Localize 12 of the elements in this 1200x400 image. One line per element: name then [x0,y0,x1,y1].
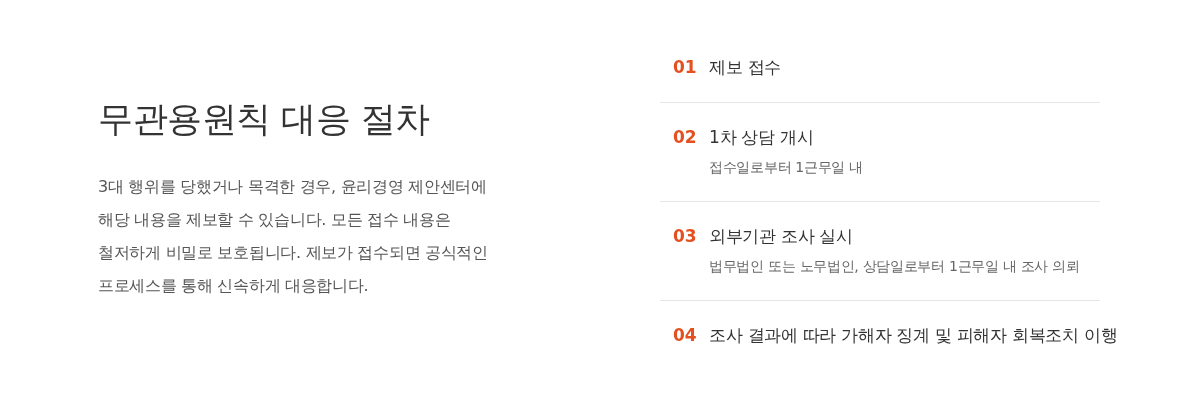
step-title: 제보 접수 [709,56,781,78]
step-number: 04 [673,324,697,346]
step-number: 03 [673,225,697,247]
step-title: 외부기관 조사 실시 [709,225,853,247]
step-description: 법무법인 또는 노무법인, 상담일로부터 1근무일 내 조사 의뢰 [709,257,1080,276]
step-number: 02 [673,126,697,148]
step-description: 접수일로부터 1근무일 내 [709,158,863,177]
description-paragraph: 3대 행위를 당했거나 목격한 경우, 윤리경영 제안센터에 해당 내용을 제보할 수 있습니다. 모든 접수 내용은 철저하게 비밀로 보호됩니다. 제보가 접수되면 공식적인 프로세스를 통해 신속하게 대응합니다. [98,176,489,297]
step-number: 01 [673,56,697,78]
step-title: 1차 상담 개시 [709,126,814,148]
step-title: 조사 결과에 따라 가해자 징계 및 피해자 회복조치 이행 [709,324,1118,346]
title: 무관용원칙 대응 절차 [98,98,430,140]
